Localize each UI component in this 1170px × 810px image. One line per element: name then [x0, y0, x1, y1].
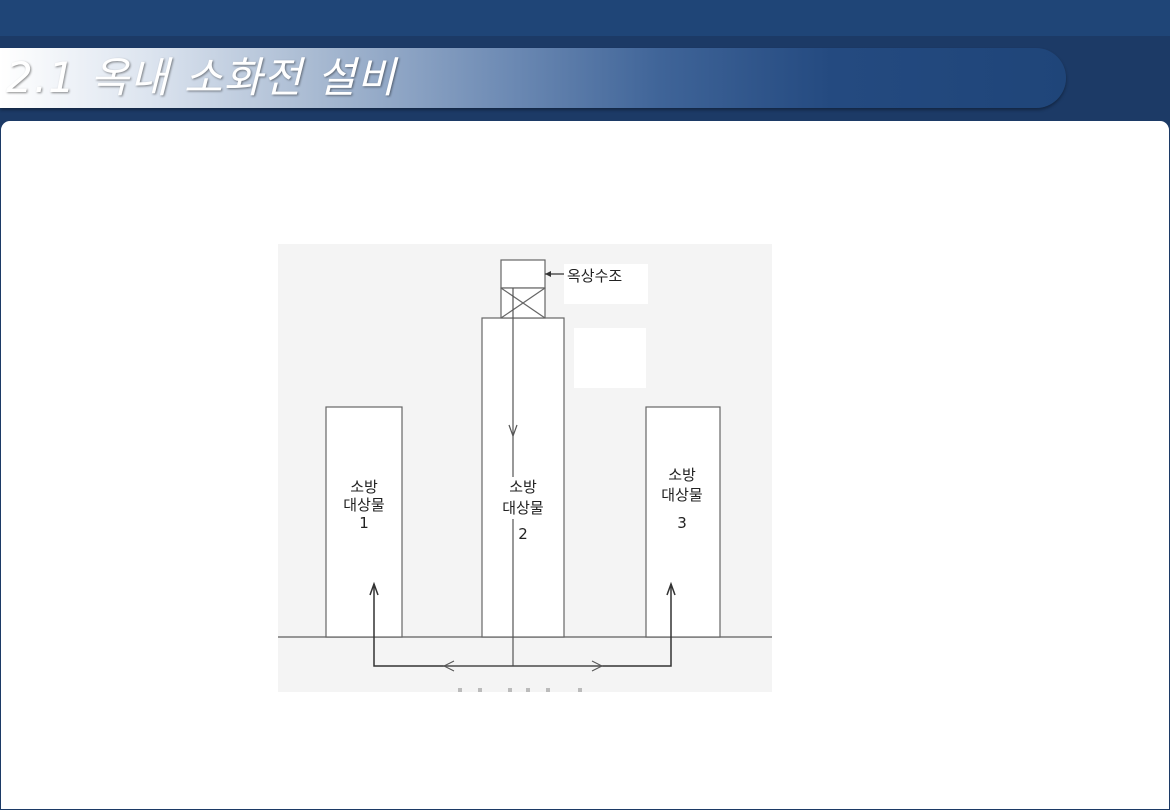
tank-label: 옥상수조 — [567, 267, 622, 285]
tank-support-frame — [500, 287, 546, 319]
span-arrow-right — [591, 660, 604, 672]
building-3-label-line2: 대상물 — [661, 486, 702, 504]
tank-label-bg — [564, 264, 648, 304]
building-3-number: 3 — [677, 514, 687, 532]
building-2-number: 2 — [518, 525, 528, 543]
building-3 — [645, 406, 721, 638]
flow-up-arrow-3 — [666, 581, 676, 596]
title-bar: 2.1 옥내 소화전 설비 — [0, 48, 1066, 108]
building-2-label-line1: 소방 — [509, 478, 537, 496]
tank-label-arrowhead — [545, 271, 551, 277]
building-2-label-line2: 대상물 — [502, 499, 543, 517]
cropped-marks — [458, 688, 582, 692]
flow-down-arrow — [508, 424, 518, 438]
building-2-label-bg-1 — [492, 477, 554, 497]
building-1-label-line1: 소방 — [350, 478, 378, 496]
page-title: 2.1 옥내 소화전 설비 — [6, 53, 397, 102]
building-3-label-line1: 소방 — [668, 466, 696, 484]
header-band — [0, 0, 1170, 36]
building-1-number: 1 — [359, 514, 369, 532]
fire-hydrant-diagram: 옥상수조 소방 대상물 1 소방 대상물 2 — [278, 244, 772, 692]
building-2-label-bg-2 — [492, 497, 554, 519]
building-1-label-line2: 대상물 — [343, 496, 384, 514]
building-1 — [325, 406, 403, 638]
span-arrow-left — [442, 660, 455, 672]
blank-patch — [574, 328, 646, 388]
rooftop-tank — [500, 259, 546, 289]
diagram-canvas: 옥상수조 소방 대상물 1 소방 대상물 2 — [278, 244, 772, 692]
flow-up-arrow-1 — [369, 581, 379, 596]
